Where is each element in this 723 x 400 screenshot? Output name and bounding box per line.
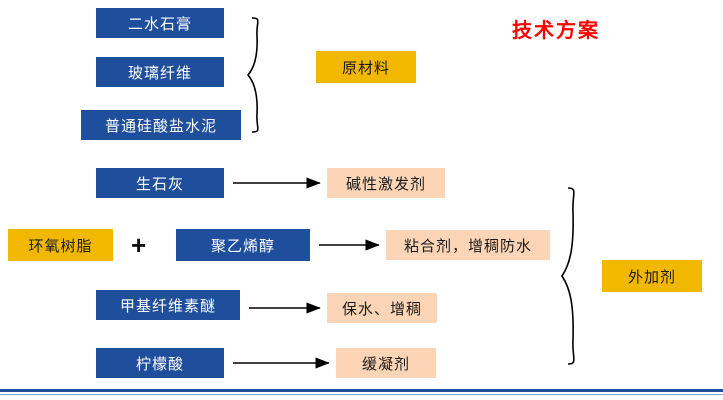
box-binder[interactable]: 粘合剂，增稠防水: [386, 230, 550, 260]
box-pva[interactable]: 聚乙烯醇: [176, 229, 310, 261]
plus-sign: +: [131, 230, 147, 260]
box-mc[interactable]: 甲基纤维素醚: [96, 290, 240, 320]
box-retarder[interactable]: 缓凝剂: [336, 348, 436, 378]
box-gypsum[interactable]: 二水石膏: [96, 8, 224, 38]
footer-rule: [0, 389, 723, 392]
box-raw-material[interactable]: 原材料: [316, 51, 416, 83]
box-cement[interactable]: 普通硅酸盐水泥: [81, 110, 241, 140]
box-alkali-activator[interactable]: 碱性激发剂: [327, 168, 445, 198]
box-water-retain[interactable]: 保水、增稠: [327, 293, 437, 323]
box-quicklime[interactable]: 生石灰: [96, 168, 224, 198]
box-glass-fiber[interactable]: 玻璃纤维: [96, 57, 224, 87]
box-admixture[interactable]: 外加剂: [602, 260, 702, 292]
brace-admixture: [561, 187, 575, 365]
footer-rule-light: [0, 394, 723, 395]
box-epoxy-resin[interactable]: 环氧树脂: [8, 229, 113, 261]
brace-raw-material: [246, 17, 259, 133]
page-title: 技术方案: [512, 20, 600, 42]
box-citric-acid[interactable]: 柠檬酸: [96, 348, 224, 378]
